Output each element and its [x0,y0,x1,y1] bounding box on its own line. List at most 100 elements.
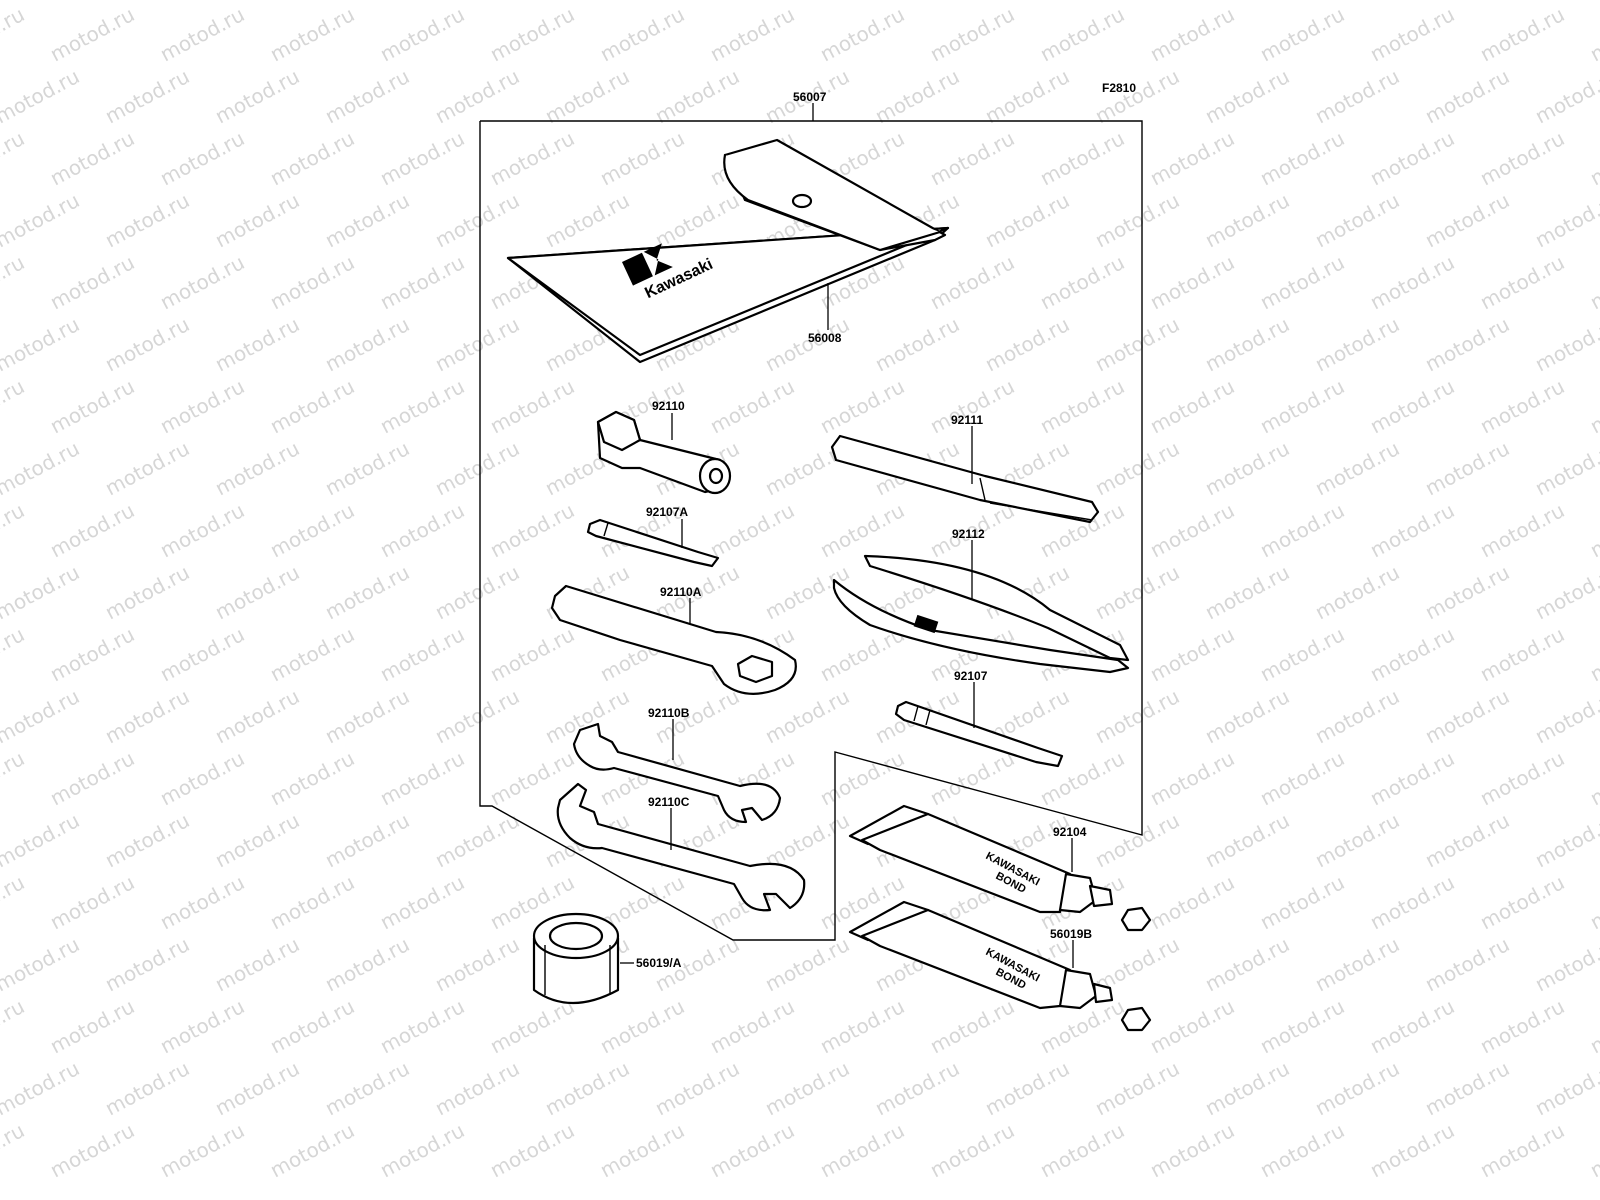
watermark-text: motod.ru [761,808,853,872]
watermark-text: motod.ru [1586,870,1600,934]
watermark-text: motod.ru [376,746,468,810]
watermark-text: motod.ru [376,622,468,686]
watermark-text: motod.ru [431,312,523,376]
watermark-text: motod.ru [1091,0,1183,4]
watermark-text: motod.ru [211,560,303,624]
watermark-text: motod.ru [156,994,248,1058]
watermark-text: motod.ru [431,64,523,128]
watermark-text: motod.ru [816,746,908,810]
watermark-text: motod.ru [1201,312,1293,376]
watermark-text: motod.ru [156,2,248,66]
watermark-text: motod.ru [0,250,28,314]
watermark-text: motod.ru [981,0,1073,4]
watermark-text: motod.ru [0,2,28,66]
watermark-text: motod.ru [431,560,523,624]
watermark-text: motod.ru [1036,1118,1128,1182]
watermark-text: motod.ru [1421,1056,1513,1120]
watermark-text: motod.ru [46,2,138,66]
watermark-text: motod.ru [211,188,303,252]
watermark-text: motod.ru [0,560,83,624]
watermark-text: motod.ru [1531,684,1600,748]
watermark-text: motod.ru [0,126,28,190]
watermark-text: motod.ru [101,1056,193,1120]
watermark-text: motod.ru [431,932,523,996]
watermark-text: motod.ru [0,1056,83,1120]
watermark-text: motod.ru [1421,560,1513,624]
watermark-text: motod.ru [1311,808,1403,872]
tubular-handle: 92111 [830,413,1100,524]
watermark-text: motod.ru [0,498,28,562]
watermark-text: motod.ru [431,436,523,500]
watermark-text: motod.ru [981,188,1073,252]
watermark-text: motod.ru [156,622,248,686]
label-spanner-c: 92110C [648,795,690,809]
watermark-text: motod.ru [46,746,138,810]
ring-wrench: 92110A [550,584,797,695]
watermark-text: motod.ru [1311,684,1403,748]
kit-outline: 56007 [479,90,1143,941]
socket-wrench: 92110 [596,399,732,495]
watermark-text: motod.ru [321,64,413,128]
watermark-text: motod.ru [0,932,83,996]
watermark-text: motod.ru [156,126,248,190]
watermark-text: motod.ru [1366,622,1458,686]
watermark-text: motod.ru [1146,622,1238,686]
watermark-text: motod.ru [1421,684,1513,748]
watermark-text: motod.ru [211,312,303,376]
watermark-text: motod.ru [1531,1056,1600,1120]
watermark-text: motod.ru [1366,374,1458,438]
label-bond-tube-1: 92104 [1053,825,1087,839]
watermark-text: motod.ru [1146,126,1238,190]
watermark-text: motod.ru [376,1118,468,1182]
watermark-text: motod.ru [266,2,358,66]
watermark-text: motod.ru [0,64,83,128]
watermark-text: motod.ru [101,560,193,624]
watermark-text: motod.ru [926,2,1018,66]
watermark-text: motod.ru [1421,188,1513,252]
watermark-text: motod.ru [46,126,138,190]
watermark-text: motod.ru [1366,1118,1458,1182]
label-bond-tube-2: 56019B [1050,927,1092,941]
watermark-text: motod.ru [46,994,138,1058]
watermark-text: motod.ru [761,932,853,996]
watermark-text: motod.ru [101,932,193,996]
watermark-text: motod.ru [981,64,1073,128]
watermark-text: motod.ru [321,808,413,872]
watermark-text: motod.ru [431,808,523,872]
label-kit: 56007 [793,90,827,104]
watermark-text: motod.ru [1366,2,1458,66]
watermark-text: motod.ru [211,0,303,4]
watermark-text: motod.ru [156,1118,248,1182]
watermark-text: motod.ru [1531,436,1600,500]
watermark-text: motod.ru [266,994,358,1058]
watermark-text: motod.ru [761,1056,853,1120]
watermark-text: motod.ru [541,188,633,252]
tool-pouch: Kawasaki 56008 [506,138,950,364]
open-spanner-c: 92110C [556,782,806,912]
watermark-text: motod.ru [46,1118,138,1182]
watermark-text: motod.ru [981,312,1073,376]
watermark-text: motod.ru [1531,188,1600,252]
watermark-text: motod.ru [1531,560,1600,624]
watermark-text: motod.ru [0,436,83,500]
watermark-text: motod.ru [156,374,248,438]
label-spanner-b: 92110B [648,706,690,720]
watermark-text: motod.ru [156,250,248,314]
watermark-text: motod.ru [1586,622,1600,686]
watermark-text: motod.ru [46,622,138,686]
watermark-text: motod.ru [101,188,193,252]
watermark-text: motod.ru [266,498,358,562]
watermark-text: motod.ru [1311,312,1403,376]
watermark-text: motod.ru [0,374,28,438]
watermark-text: motod.ru [1366,126,1458,190]
watermark-text: motod.ru [0,994,28,1058]
watermark-text: motod.ru [46,870,138,934]
watermark-text: motod.ru [596,1118,688,1182]
watermark-text: motod.ru [1091,1056,1183,1120]
watermark-text: motod.ru [1366,250,1458,314]
watermark-text: motod.ru [1311,436,1403,500]
watermark-text: motod.ru [431,188,523,252]
label-handle: 92111 [951,413,983,427]
watermark-text: motod.ru [211,932,303,996]
